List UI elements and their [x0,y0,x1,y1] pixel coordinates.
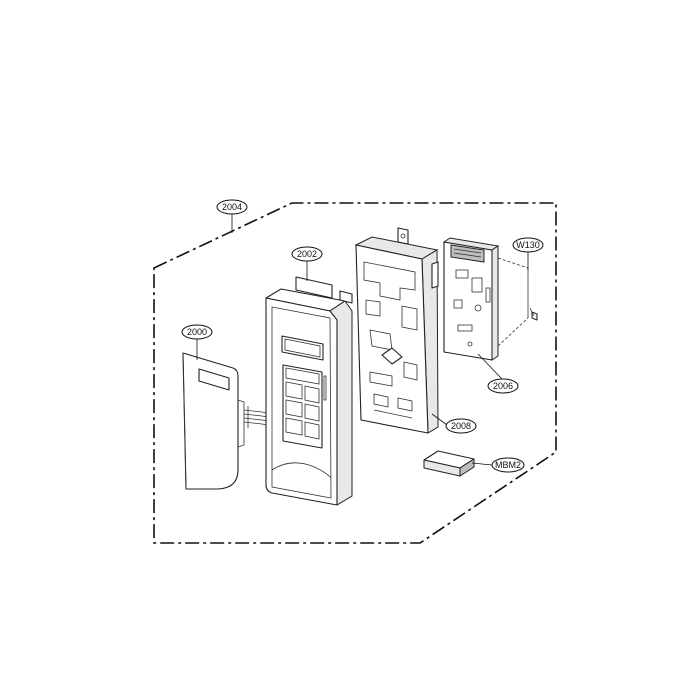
callout-2002: 2002 [291,246,323,262]
svg-text:2008: 2008 [451,421,471,431]
part-2006-pcb [442,237,500,361]
callout-w130: W130 [512,237,544,253]
part-2002-control-panel [265,276,353,506]
part-mbm2-block [423,450,475,477]
part-2000-overlay [182,352,245,490]
svg-text:MBM2: MBM2 [495,460,521,470]
part-2008-bracket [354,227,439,434]
callout-2008: 2008 [445,418,477,434]
svg-text:W130: W130 [516,240,540,250]
assembly-boundary [153,202,557,544]
callout-2006: 2006 [487,378,519,394]
part-w130-screw [497,257,538,347]
svg-text:2002: 2002 [297,249,317,259]
leader-mbm2 [471,462,493,466]
leader-2008 [431,413,448,426]
svg-text:2004: 2004 [222,202,242,212]
leader-2006 [477,353,504,381]
svg-text:2000: 2000 [187,327,207,337]
callout-mbm2: MBM2 [491,457,525,473]
callout-2004: 2004 [216,199,248,215]
callout-2000: 2000 [181,324,213,340]
svg-text:2006: 2006 [493,381,513,391]
